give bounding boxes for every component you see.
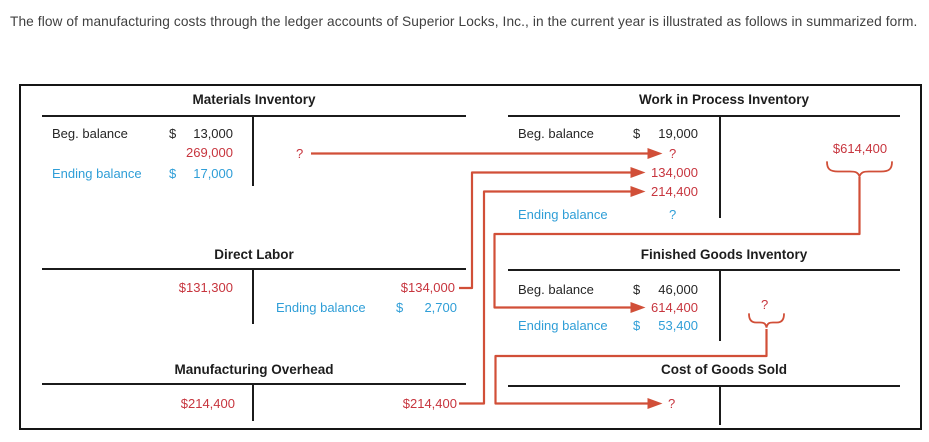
intro-text: The flow of manufacturing costs through … bbox=[10, 14, 918, 29]
ending-balance-label: Ending balance bbox=[276, 300, 366, 315]
wip-labor-amount: 134,000 bbox=[651, 165, 698, 180]
currency-sign: $ bbox=[633, 126, 641, 141]
beg-balance-amount: $ 19,000 bbox=[633, 126, 698, 141]
currency-sign: $ bbox=[633, 282, 641, 297]
ending-balance-label: Ending balance bbox=[518, 318, 608, 333]
t-account-top-rule bbox=[508, 385, 900, 387]
materials-purchases-amount: 269,000 bbox=[186, 145, 233, 160]
ending-balance-amount: $ 2,700 bbox=[396, 300, 457, 315]
t-account-divider bbox=[719, 269, 721, 341]
account-title: Direct Labor bbox=[214, 247, 294, 262]
direct-labor-credit-amount: $134,000 bbox=[400, 280, 455, 295]
account-title: Materials Inventory bbox=[192, 92, 316, 107]
currency-sign: $ bbox=[169, 126, 177, 141]
ending-balance-amount: $ 53,400 bbox=[633, 318, 698, 333]
overhead-credit-amount: $214,400 bbox=[402, 396, 457, 411]
account-title: Work in Process Inventory bbox=[638, 92, 810, 107]
ending-balance-amount: $ 17,000 bbox=[169, 166, 233, 181]
account-title: Finished Goods Inventory bbox=[640, 247, 808, 262]
t-account-divider bbox=[719, 385, 721, 425]
wip-overhead-amount: 214,400 bbox=[651, 184, 698, 199]
beg-balance-amount: $ 46,000 bbox=[633, 282, 698, 297]
currency-sign: $ bbox=[396, 300, 404, 315]
t-account-top-rule bbox=[42, 268, 466, 270]
cogs-debit-unknown: ? bbox=[668, 396, 676, 411]
t-account-divider bbox=[252, 383, 254, 421]
t-account-divider bbox=[252, 268, 254, 324]
t-account-top-rule bbox=[42, 383, 466, 385]
ending-balance-label: Ending balance bbox=[518, 207, 608, 222]
finished-goods-credit-unknown: ? bbox=[761, 297, 769, 312]
finished-goods-transfer-amount: 614,400 bbox=[651, 300, 698, 315]
beg-balance-label: Beg. balance bbox=[518, 282, 594, 297]
wip-credit-amount: $614,400 bbox=[832, 141, 888, 156]
materials-credit-unknown: ? bbox=[296, 146, 304, 161]
t-account-divider bbox=[252, 115, 254, 186]
direct-labor-debit-amount: $131,300 bbox=[178, 280, 233, 295]
account-title: Manufacturing Overhead bbox=[174, 362, 334, 377]
t-account-top-rule bbox=[508, 269, 900, 271]
beg-balance-label: Beg. balance bbox=[52, 126, 128, 141]
wip-ending-unknown: ? bbox=[669, 207, 677, 222]
currency-sign: $ bbox=[169, 166, 177, 181]
wip-materials-unknown: ? bbox=[669, 146, 677, 161]
beg-balance-label: Beg. balance bbox=[518, 126, 594, 141]
overhead-debit-amount: $214,400 bbox=[180, 396, 235, 411]
beg-balance-amount: $ 13,000 bbox=[169, 126, 233, 141]
t-account-top-rule bbox=[508, 115, 900, 117]
t-account-divider bbox=[719, 115, 721, 218]
account-title: Cost of Goods Sold bbox=[661, 362, 787, 377]
currency-sign: $ bbox=[633, 318, 641, 333]
ending-balance-label: Ending balance bbox=[52, 166, 142, 181]
t-account-top-rule bbox=[42, 115, 466, 117]
